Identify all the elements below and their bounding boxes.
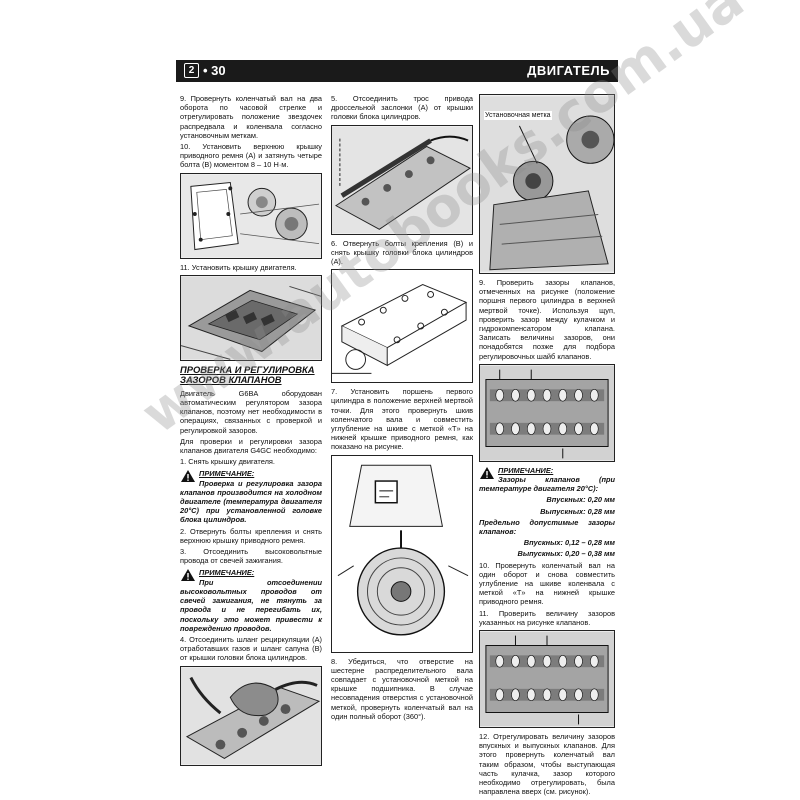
step-11: 11. Установить крышку двигателя. — [180, 262, 297, 272]
figure-throttle-cable — [331, 124, 473, 235]
clearance-limits: Предельно допустимые зазоры клапанов: — [479, 517, 615, 537]
warning-icon — [181, 569, 195, 582]
page-number-text: • 30 — [203, 63, 226, 78]
figure-valves-1 — [479, 363, 615, 462]
page-number: 2 • 30 — [184, 63, 226, 78]
step-9b: 9. Проверить зазоры клапанов, отмеченных… — [479, 278, 615, 361]
step-8: 8. Убедиться, что отверстие на шестерне … — [331, 656, 473, 721]
timing-mark-label: Установочная метка — [484, 111, 552, 121]
note-1-text: Проверка и регулировка зазора клапанов п… — [180, 478, 322, 525]
column-1: 9. Провернуть коленчатый вал на два обор… — [180, 94, 322, 770]
manual-page: 2 • 30 ДВИГАТЕЛЬ 9. Провернуть коленчаты… — [176, 58, 618, 796]
section-name: ДВИГАТЕЛЬ — [527, 63, 610, 78]
exhaust-limit: Выпускных: 0,20 – 0,38 мм — [517, 549, 615, 559]
step-4: 4. Отсоединить шланг рециркуляции (A) от… — [180, 634, 322, 663]
intake-clearance: Впускных: 0,20 мм — [546, 495, 615, 505]
step-10b: 10. Провернуть коленчатый вал на один об… — [479, 560, 615, 607]
figure-belt-cover — [180, 172, 322, 259]
chapter-number: 2 — [184, 63, 199, 78]
note-2-text: При отсоединении высоковольтных проводов… — [180, 577, 322, 633]
note-2: ПРИМЕЧАНИЕ: При отсоединении высоковольт… — [180, 568, 322, 632]
figure-hoses — [180, 665, 322, 766]
intake-limit: Впускных: 0,12 – 0,28 мм — [523, 538, 615, 548]
note-1: ПРИМЕЧАНИЕ: Проверка и регулировка зазор… — [180, 469, 322, 524]
note-3-title: ПРИМЕЧАНИЕ: — [498, 465, 554, 475]
step-9: 9. Провернуть коленчатый вал на два обор… — [180, 94, 322, 140]
engine-cover-illustration — [181, 276, 321, 360]
step-2: 2. Отвернуть болты крепления и снять вер… — [180, 526, 322, 545]
section-title: ПРОВЕРКА И РЕГУЛИРОВКА ЗАЗОРОВ КЛАПАНОВ — [180, 363, 315, 386]
intro-1: Двигатель G6BA оборудован автоматическим… — [180, 388, 322, 435]
note-2-title: ПРИМЕЧАНИЕ: — [199, 568, 255, 578]
step-10: 10. Установить верхнюю крышку приводного… — [180, 142, 322, 170]
note-3-text: Зазоры клапанов (при температуре двигате… — [479, 475, 615, 494]
warning-icon — [480, 466, 494, 479]
figure-head-cover — [331, 269, 473, 384]
step-6: 6. Отвернуть болты крепления (B) и снять… — [331, 238, 473, 267]
engine-front-illustration — [181, 174, 321, 258]
camshaft-illustration-1 — [480, 365, 614, 461]
timing-mark-illustration — [480, 96, 614, 272]
page-header: 2 • 30 ДВИГАТЕЛЬ — [176, 60, 618, 82]
column-3: Установочная метка 9. Проверить зазоры к… — [479, 91, 615, 799]
throttle-cable-illustration — [332, 126, 472, 233]
step-11b: 11. Проверить величину зазоров указанных… — [479, 608, 615, 627]
note-1-title: ПРИМЕЧАНИЕ: — [199, 469, 255, 479]
column-2: 5. Отсоединить трос привода дроссельной … — [331, 94, 473, 723]
figure-valves-2 — [479, 630, 615, 729]
warning-icon — [181, 470, 195, 483]
step-5: 5. Отсоединить трос привода дроссельной … — [331, 94, 473, 122]
step-7: 7. Установить поршень первого цилиндра в… — [331, 387, 473, 452]
note-3: ПРИМЕЧАНИЕ: Зазоры клапанов (при темпера… — [479, 466, 615, 559]
step-12: 12. Отрегулировать величину зазоров впус… — [479, 732, 615, 797]
intro-2: Для проверки и регулировки зазора клапан… — [180, 436, 322, 456]
crank-pulley-illustration — [332, 457, 472, 651]
figure-engine-cover — [180, 274, 322, 361]
exhaust-clearance: Выпускных: 0,28 мм — [540, 506, 615, 516]
figure-timing-mark: Установочная метка — [479, 94, 615, 274]
step-1: 1. Снять крышку двигателя. — [180, 457, 275, 467]
step-3: 3. Отсоединить высоковольтные провода от… — [180, 547, 322, 566]
camshaft-illustration-2 — [480, 631, 614, 727]
hoses-illustration — [181, 667, 321, 764]
head-cover-illustration — [332, 271, 472, 382]
figure-crank-pulley — [331, 454, 473, 653]
